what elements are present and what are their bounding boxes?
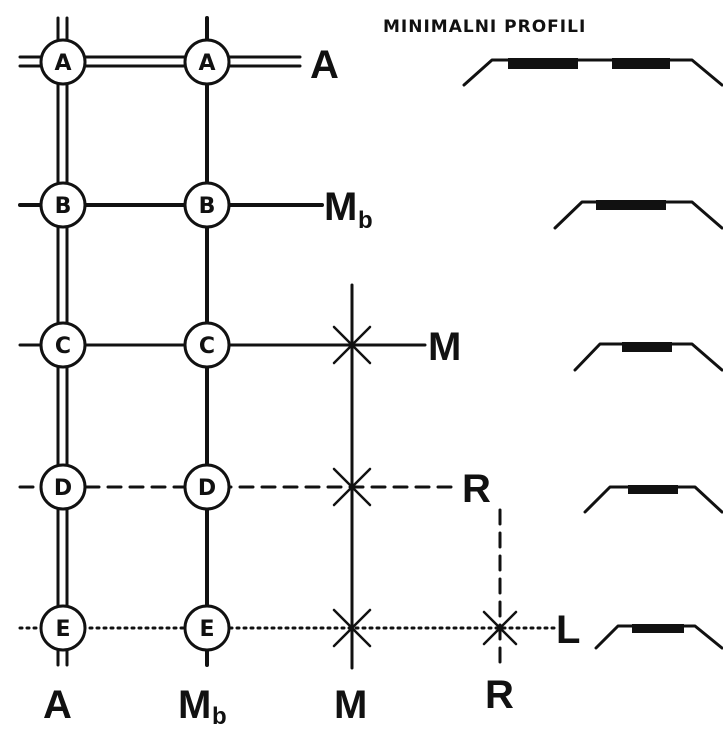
node-label-e-1: E xyxy=(55,617,70,642)
node-circle-d-2 xyxy=(183,463,231,511)
column-bottom-label-m: M xyxy=(334,683,367,727)
node-label-c-1: C xyxy=(55,334,71,359)
junction-cross-m-r xyxy=(332,467,372,507)
node-label-c-2: C xyxy=(199,334,215,359)
profile-l xyxy=(594,624,723,650)
node-label-b-2: B xyxy=(199,194,216,219)
junction-cross-m-m xyxy=(332,325,372,365)
node-circle-b-2 xyxy=(183,181,231,229)
column-bottom-label-mb-sub: b xyxy=(212,703,227,730)
profile-mb xyxy=(553,200,723,230)
node-circle-c-1 xyxy=(39,321,87,369)
node-label-a-2: A xyxy=(198,51,215,76)
node-label-b-1: B xyxy=(55,194,72,219)
profile-a xyxy=(462,58,723,87)
junction-cross-r-l xyxy=(482,610,518,646)
node-label-e-2: E xyxy=(199,617,214,642)
node-circle-d-1 xyxy=(39,463,87,511)
node-circle-e-2 xyxy=(183,604,231,652)
row-end-label-r: R xyxy=(462,467,491,511)
row-end-label-a: A xyxy=(310,43,339,87)
node-circle-e-1 xyxy=(39,604,87,652)
junction-cross-m-l xyxy=(332,608,372,648)
node-circle-a-2 xyxy=(183,38,231,86)
row-end-label-mb-sub: b xyxy=(358,207,373,234)
node-label-d-2: D xyxy=(198,476,216,501)
profile-m xyxy=(573,342,723,372)
heading: MINIMALNI PROFILI xyxy=(383,17,586,37)
node-circle-c-2 xyxy=(183,321,231,369)
profile-r xyxy=(583,485,723,514)
column-bottom-label-mb: M xyxy=(178,683,211,727)
row-end-label-m: M xyxy=(428,325,461,369)
row-end-label-l: L xyxy=(556,608,580,652)
column-bottom-label-r: R xyxy=(485,673,514,717)
node-label-d-1: D xyxy=(54,476,72,501)
column-bottom-label-a: A xyxy=(43,683,72,727)
node-circle-a-1 xyxy=(39,38,87,86)
node-label-a-1: A xyxy=(54,51,71,76)
node-circle-b-1 xyxy=(39,181,87,229)
row-end-label-mb: M xyxy=(324,185,357,229)
